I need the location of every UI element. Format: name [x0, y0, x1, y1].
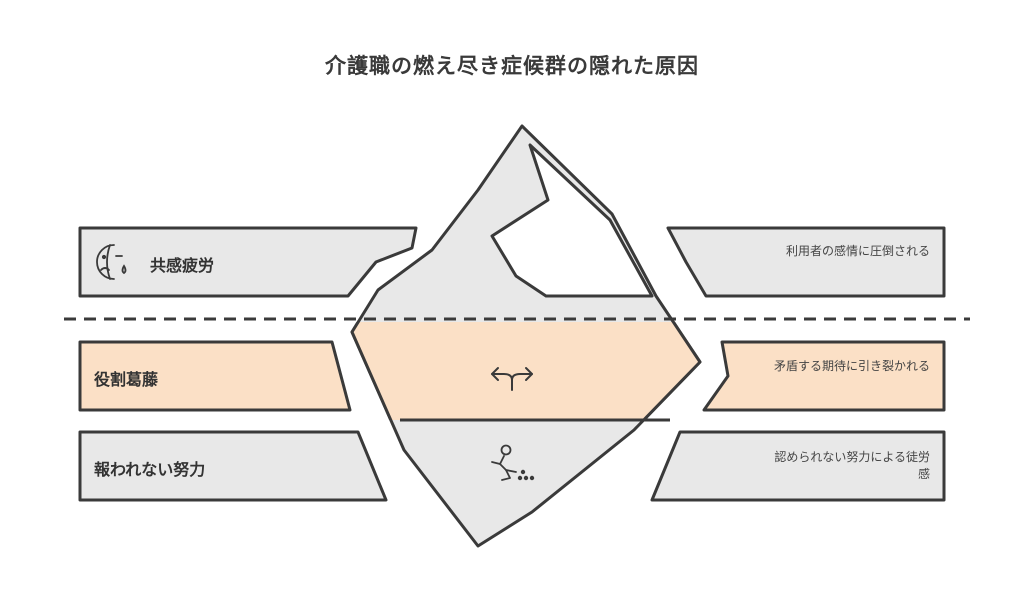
row-2-description: 矛盾する期待に引き裂かれる: [773, 359, 930, 373]
row-2-left-box: [78, 340, 352, 412]
split-arrows-icon: [491, 367, 533, 391]
row-1-label: 共感疲労: [150, 256, 215, 275]
iceberg-top-facet: [490, 143, 654, 298]
iceberg-middle-band: [350, 322, 702, 420]
row-1-right-box: [666, 226, 946, 298]
row-3-description: 認められない努力による徒労感: [774, 450, 930, 481]
person-pushing-icon: [491, 444, 535, 481]
row-1-left-box: [78, 226, 418, 298]
sad-face-tear-icon: [96, 244, 127, 280]
diagram-title: 介護職の燃え尽き症候群の隠れた原因: [325, 54, 699, 78]
row-1-description: 利用者の感情に圧倒される: [785, 244, 930, 258]
row-3-label: 報われない努力: [94, 460, 206, 479]
row-3-left-box: [78, 430, 388, 502]
row-2-label: 役割葛藤: [94, 370, 159, 389]
row-3-right-box: [650, 430, 946, 502]
row-2-right-box: [702, 340, 946, 412]
